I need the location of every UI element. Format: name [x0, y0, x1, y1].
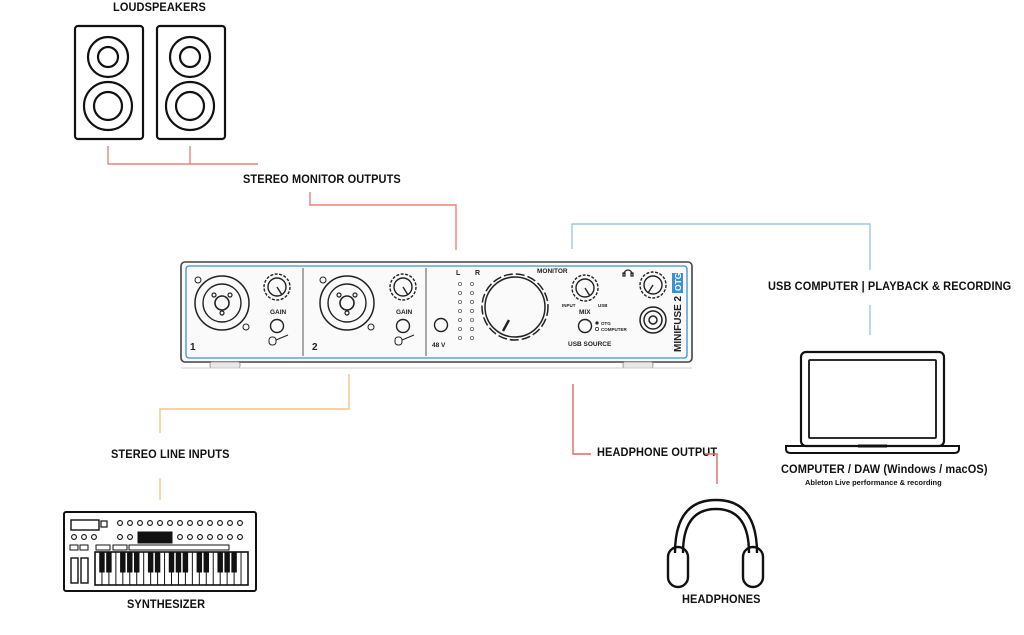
synth-black-key — [182, 551, 189, 573]
headphone-symbol-icon — [622, 269, 634, 277]
loudspeaker-left-icon — [73, 24, 145, 141]
brand-badge: OTG — [673, 272, 683, 291]
guitar-icon — [394, 334, 415, 346]
channel-2-number: 2 — [312, 342, 318, 353]
meter-left-label: L — [456, 270, 461, 277]
otg-indicator — [595, 321, 599, 325]
loudspeakers-label: LOUDSPEAKERS — [113, 1, 206, 15]
headphones-icon — [666, 498, 765, 589]
channel-1-number: 1 — [190, 342, 196, 353]
headphone-jack-icon — [639, 306, 667, 334]
usb-computer-label: USB COMPUTER | PLAYBACK & RECORDING — [768, 280, 1012, 294]
usb-source-label: USB SOURCE — [568, 341, 612, 348]
synth-black-key — [99, 551, 105, 573]
laptop-computer-icon — [785, 350, 960, 454]
mix-knob — [571, 274, 599, 302]
combo-input-2-icon — [319, 275, 375, 331]
combo-input-1-icon — [194, 275, 250, 331]
synth-black-key — [217, 551, 223, 573]
gain-label-1: GAIN — [270, 309, 287, 316]
stereo-monitor-outputs-label: STEREO MONITOR OUTPUTS — [243, 173, 401, 187]
audio-interface-device: GAIN GAIN 1 2 48 V L R MO — [180, 261, 693, 369]
speakers-connection-line — [107, 146, 258, 165]
gain-knob-2 — [389, 273, 417, 301]
computer-daw-sublabel: Ableton Live performance & recording — [805, 478, 942, 487]
mix-usb-label: USB — [598, 303, 608, 308]
synth-black-key — [154, 551, 161, 573]
loudspeaker-right-icon — [155, 24, 227, 141]
guitar-icon — [268, 334, 289, 346]
monitor-output-line — [309, 192, 457, 250]
headphone-volume-knob — [639, 271, 667, 299]
usb-source-otg-label: OTG — [601, 321, 611, 326]
headphone-output-label: HEADPHONE OUTPUT — [597, 446, 718, 460]
computer-indicator — [595, 327, 599, 331]
headphone-connection-line — [705, 453, 718, 484]
line-input-connection-line — [159, 374, 350, 433]
computer-daw-label: COMPUTER / DAW (Windows / macOS) — [781, 463, 988, 477]
synth-black-key — [127, 551, 133, 573]
synth-black-key — [196, 551, 203, 573]
synth-black-key — [106, 551, 112, 573]
monitor-label: MONITOR — [537, 268, 568, 275]
usb-connection-line — [571, 223, 871, 270]
synth-black-key — [120, 551, 126, 573]
synth-black-key — [203, 551, 209, 573]
inst-button-2 — [395, 318, 411, 334]
brand-name: MINIFUSE 2 — [673, 295, 684, 352]
level-meter-leds — [457, 281, 474, 340]
synth-black-key — [231, 551, 237, 573]
gain-label-2: GAIN — [396, 309, 413, 316]
headphone-connection-line — [572, 384, 591, 455]
synthesizer-icon — [63, 511, 257, 592]
inst-button-1 — [269, 318, 285, 334]
mix-label: MIX — [579, 309, 591, 316]
brand-logo: MINIFUSE 2 OTG — [672, 272, 684, 352]
meter-right-label: R — [475, 270, 480, 277]
phantom-power-label: 48 V — [432, 342, 446, 349]
usb-source-computer-label: COMPUTER — [601, 327, 628, 332]
phantom-power-button — [433, 317, 449, 333]
synth-black-key — [175, 551, 182, 573]
mix-input-label: INPUT — [562, 303, 576, 308]
monitor-knob — [481, 273, 549, 341]
synth-black-key — [168, 551, 175, 573]
synth-black-key — [147, 551, 154, 573]
usb-source-button — [577, 318, 593, 334]
stereo-line-inputs-label: STEREO LINE INPUTS — [111, 448, 230, 462]
synthesizer-label: SYNTHESIZER — [127, 598, 206, 612]
synth-black-key — [134, 551, 140, 573]
gain-knob-1 — [263, 273, 291, 301]
synth-black-key — [224, 551, 230, 573]
headphones-label: HEADPHONES — [682, 593, 761, 607]
